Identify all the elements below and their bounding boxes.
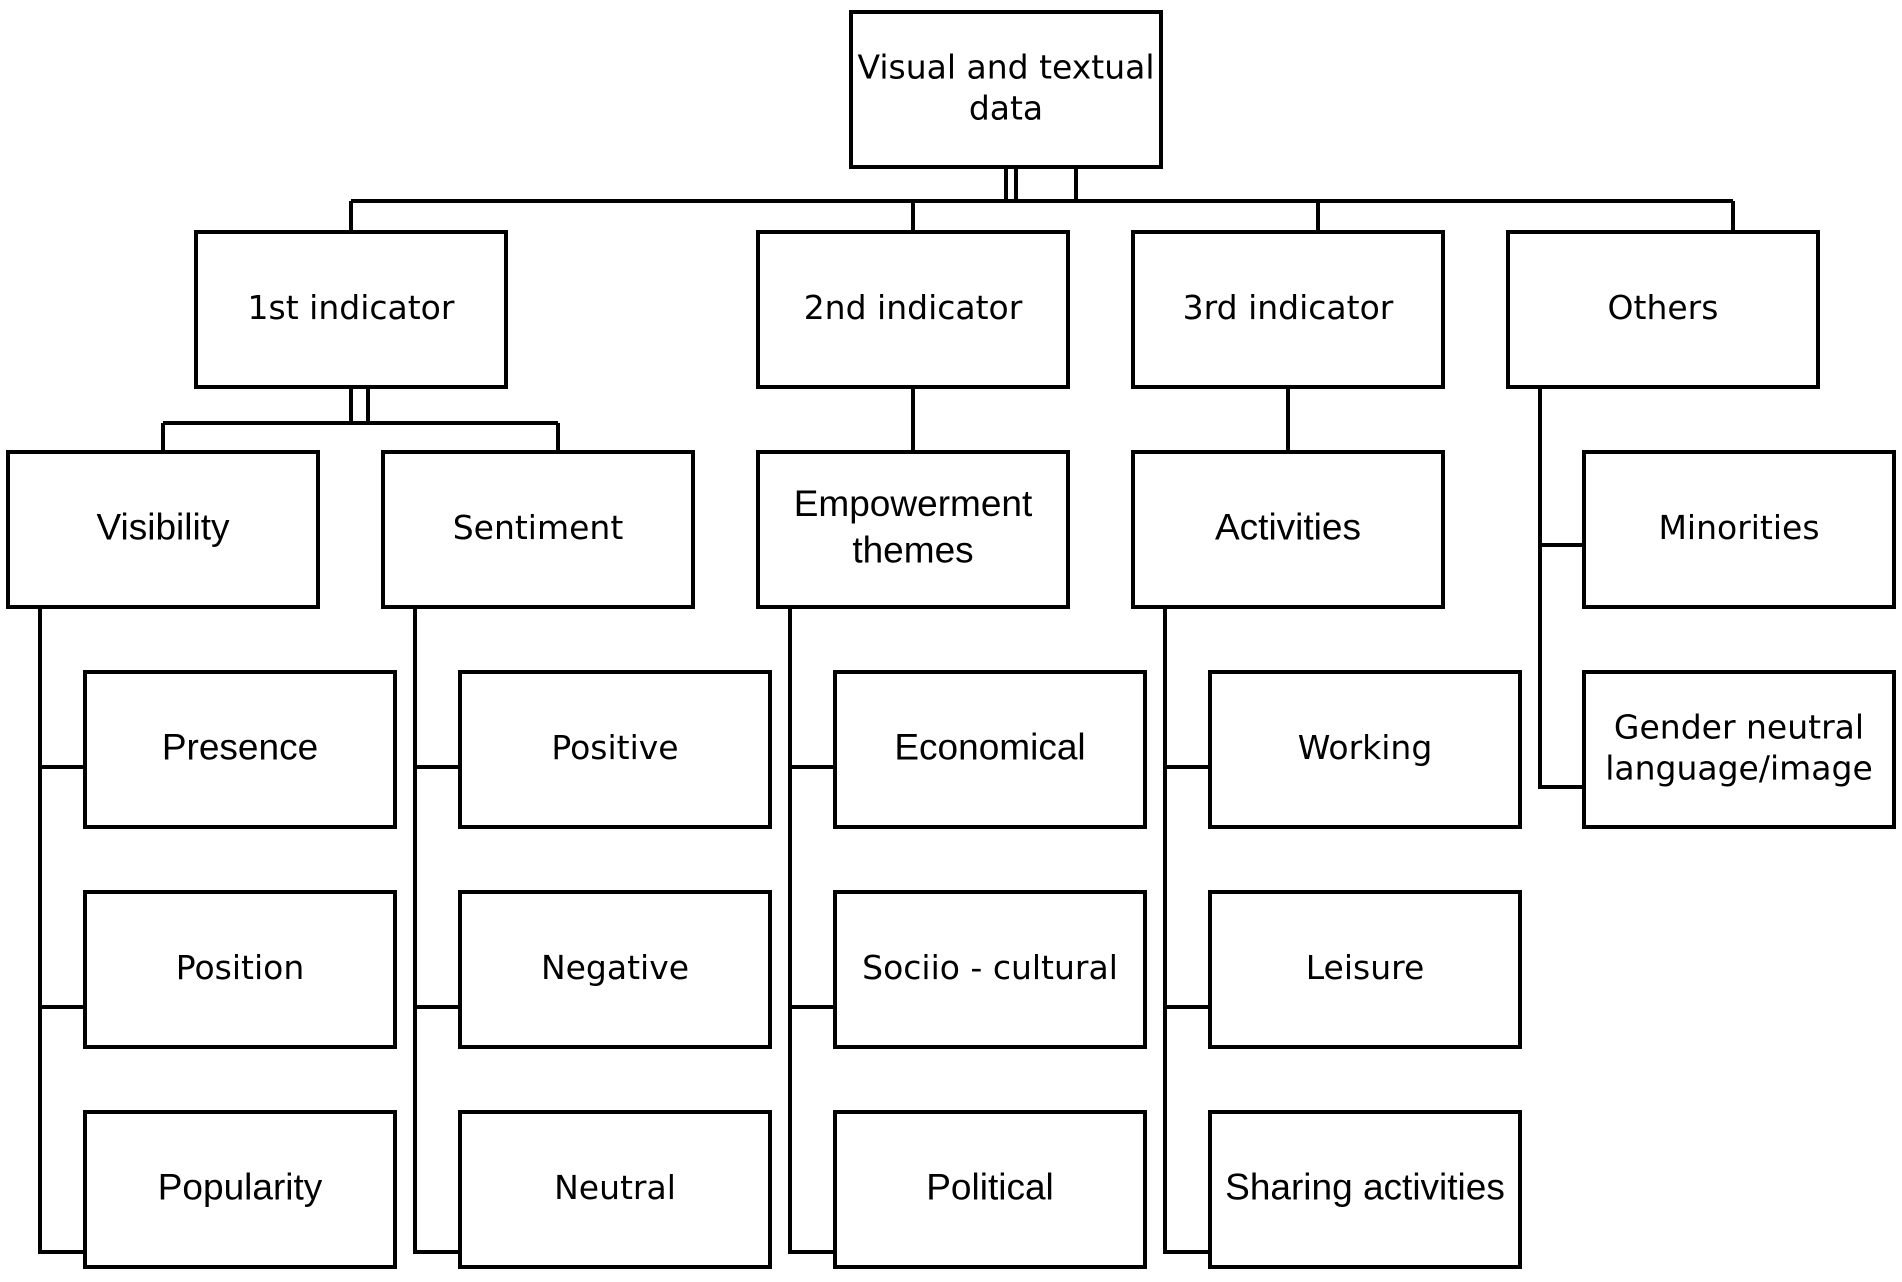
leaf-political: Political bbox=[833, 1110, 1147, 1269]
category-minorities-box bbox=[1582, 450, 1896, 609]
root-node-label: Visual and textual bbox=[857, 47, 1154, 86]
indicator-2nd-label: 2nd indicator bbox=[804, 288, 1023, 327]
leaf-negative-box bbox=[458, 890, 772, 1049]
leaf-neutral-label: Neutral bbox=[554, 1168, 676, 1207]
indicator-3rd-box bbox=[1131, 230, 1445, 389]
category-activities-box bbox=[1131, 450, 1445, 609]
leaf-presence-label: Presence bbox=[162, 726, 318, 767]
category-sentiment-label: Sentiment bbox=[453, 508, 624, 547]
leaf-positive: Positive bbox=[458, 670, 772, 829]
leaf-popularity-label: Popularity bbox=[158, 1166, 323, 1207]
leaf-negative-label: Negative bbox=[541, 948, 689, 987]
activities-spine bbox=[1163, 607, 1210, 1254]
indicator-2nd-box bbox=[756, 230, 1070, 389]
leaf-sharing-activities: Sharing activities bbox=[1208, 1110, 1522, 1269]
root-node-box bbox=[849, 10, 1163, 169]
leaf-neutral: Neutral bbox=[458, 1110, 772, 1269]
leaf-socio-cultural: Sociio - cultural bbox=[833, 890, 1147, 1049]
category-activities: Activities bbox=[1131, 450, 1445, 609]
others-spine bbox=[1538, 387, 1584, 789]
leaf-position-label: Position bbox=[176, 948, 305, 987]
leaf-sharing-activities-box bbox=[1208, 1110, 1522, 1269]
leaf-positive-label: Positive bbox=[551, 728, 678, 767]
leaf-working-box bbox=[1208, 670, 1522, 829]
leaf-leisure: Leisure bbox=[1208, 890, 1522, 1049]
category-minorities: Minorities bbox=[1582, 450, 1896, 609]
leaf-economical: Economical bbox=[833, 670, 1147, 829]
sentiment-spine bbox=[413, 607, 460, 1254]
leaf-position-box bbox=[83, 890, 397, 1049]
leaf-working: Working bbox=[1208, 670, 1522, 829]
category-sentiment-box bbox=[381, 450, 695, 609]
category-activities-label: Activities bbox=[1215, 506, 1361, 547]
leaf-positive-box bbox=[458, 670, 772, 829]
leaf-sharing-activities-label: Sharing activities bbox=[1225, 1166, 1505, 1207]
indicator-others-box bbox=[1506, 230, 1820, 389]
indicator-2nd: 2nd indicator bbox=[756, 230, 1070, 389]
root-node-label: data bbox=[969, 89, 1043, 128]
category-empowerment: Empowerment themes bbox=[756, 450, 1070, 609]
leaf-economical-label: Economical bbox=[894, 726, 1085, 767]
category-empowerment-label: Empowerment bbox=[794, 483, 1033, 524]
leaf-political-label: Political bbox=[926, 1166, 1054, 1207]
connectors bbox=[38, 167, 1735, 1254]
category-empowerment-label: themes bbox=[852, 529, 973, 570]
category-empowerment-box bbox=[756, 450, 1070, 609]
leaf-neutral-box bbox=[458, 1110, 772, 1269]
indicator-3rd-label: 3rd indicator bbox=[1183, 288, 1394, 327]
category-visibility-box bbox=[6, 450, 320, 609]
leaf-political-box bbox=[833, 1110, 1147, 1269]
category-visibility-label: Visibility bbox=[97, 506, 230, 547]
indicator-1st-label: 1st indicator bbox=[248, 288, 455, 327]
leaf-presence-box bbox=[83, 670, 397, 829]
visibility-spine bbox=[38, 607, 85, 1254]
leaf-popularity: Popularity bbox=[83, 1110, 397, 1269]
leaf-working-label: Working bbox=[1298, 728, 1433, 767]
leaf-leisure-label: Leisure bbox=[1306, 948, 1425, 987]
leaf-economical-box bbox=[833, 670, 1147, 829]
indicator-others: Others bbox=[1506, 230, 1820, 389]
category-minorities-label: Minorities bbox=[1658, 508, 1819, 547]
category-visibility: Visibility bbox=[6, 450, 320, 609]
category-gender-box bbox=[1582, 670, 1896, 829]
category-gender-label: language/image bbox=[1605, 749, 1873, 788]
empowerment-spine bbox=[788, 607, 835, 1254]
indicator-others-label: Others bbox=[1608, 288, 1719, 327]
leaf-negative: Negative bbox=[458, 890, 772, 1049]
category-sentiment: Sentiment bbox=[381, 450, 695, 609]
indicator-3rd: 3rd indicator bbox=[1131, 230, 1445, 389]
leaf-presence: Presence bbox=[83, 670, 397, 829]
leaf-leisure-box bbox=[1208, 890, 1522, 1049]
indicator-1st-box bbox=[194, 230, 508, 389]
indicator-1st: 1st indicator bbox=[194, 230, 508, 389]
leaf-socio-cultural-label: Sociio - cultural bbox=[862, 948, 1118, 987]
leaf-position: Position bbox=[83, 890, 397, 1049]
leaf-popularity-box bbox=[83, 1110, 397, 1269]
leaf-socio-cultural-box bbox=[833, 890, 1147, 1049]
category-gender-label: Gender neutral bbox=[1614, 707, 1864, 746]
